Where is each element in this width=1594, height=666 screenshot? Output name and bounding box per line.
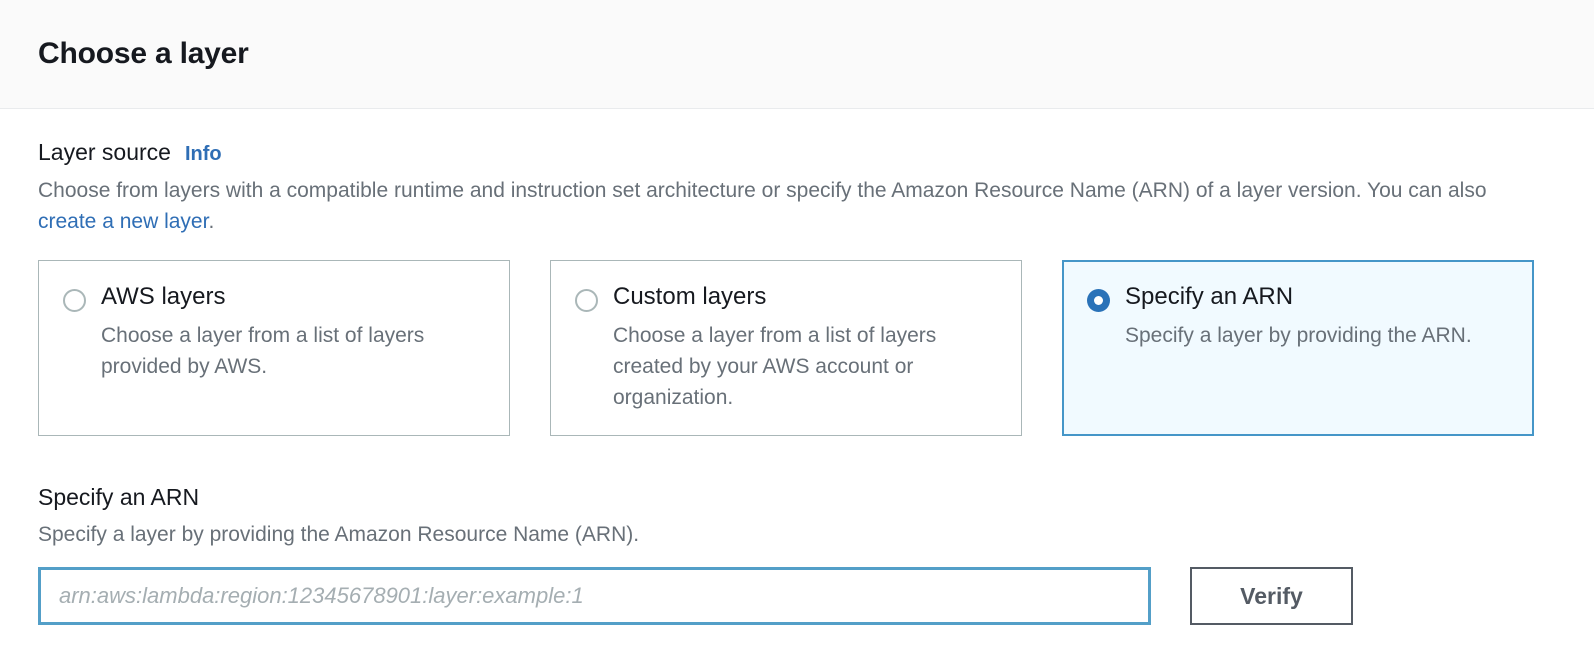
info-link[interactable]: Info xyxy=(184,143,222,165)
option-specify-an-arn-head: Specify an ARN Specify a layer by provid… xyxy=(1087,283,1509,351)
option-specify-an-arn-title: Specify an ARN xyxy=(1125,283,1294,310)
arn-section-title: Specify an ARN xyxy=(38,484,200,510)
radio-icon-specify-an-arn[interactable] xyxy=(1087,289,1110,312)
option-aws-layers-texts: AWS layers Choose a layer from a list of… xyxy=(101,283,485,382)
arn-section-description: Specify a layer by providing the Amazon … xyxy=(38,523,640,546)
option-custom-layers-head: Custom layers Choose a layer from a list… xyxy=(575,283,997,413)
option-custom-layers-description: Choose a layer from a list of layers cre… xyxy=(613,324,937,409)
panel-body: Layer source Info Choose from layers wit… xyxy=(0,109,1594,625)
arn-section: Specify an ARN Specify a layer by provid… xyxy=(38,484,1556,625)
verify-button[interactable]: Verify xyxy=(1190,567,1353,625)
arn-input[interactable] xyxy=(38,567,1151,625)
layer-source-description-part1: Choose from layers with a compatible run… xyxy=(38,179,1487,202)
option-custom-layers-texts: Custom layers Choose a layer from a list… xyxy=(613,283,997,413)
layer-source-description: Choose from layers with a compatible run… xyxy=(38,175,1508,237)
option-custom-layers-title: Custom layers xyxy=(613,283,767,310)
page-title: Choose a layer xyxy=(38,37,249,70)
option-specify-an-arn-description: Specify a layer by providing the ARN. xyxy=(1125,324,1472,347)
layer-source-label: Layer source xyxy=(38,139,171,165)
option-aws-layers-head: AWS layers Choose a layer from a list of… xyxy=(63,283,485,382)
option-aws-layers[interactable]: AWS layers Choose a layer from a list of… xyxy=(38,260,510,436)
layer-source-options: AWS layers Choose a layer from a list of… xyxy=(38,260,1556,436)
arn-input-row: Verify xyxy=(38,567,1556,625)
option-specify-an-arn-texts: Specify an ARN Specify a layer by provid… xyxy=(1125,283,1509,351)
option-custom-layers[interactable]: Custom layers Choose a layer from a list… xyxy=(550,260,1022,436)
option-specify-an-arn[interactable]: Specify an ARN Specify a layer by provid… xyxy=(1062,260,1534,436)
layer-source-description-part2: . xyxy=(208,210,215,233)
panel-header: Choose a layer xyxy=(0,0,1594,109)
radio-icon-custom-layers[interactable] xyxy=(575,289,598,312)
create-a-new-layer-link[interactable]: create a new layer xyxy=(38,210,209,233)
option-aws-layers-description: Choose a layer from a list of layers pro… xyxy=(101,324,425,378)
layer-source-label-row: Layer source Info xyxy=(38,139,1556,166)
option-aws-layers-title: AWS layers xyxy=(101,283,226,310)
radio-icon-aws-layers[interactable] xyxy=(63,289,86,312)
